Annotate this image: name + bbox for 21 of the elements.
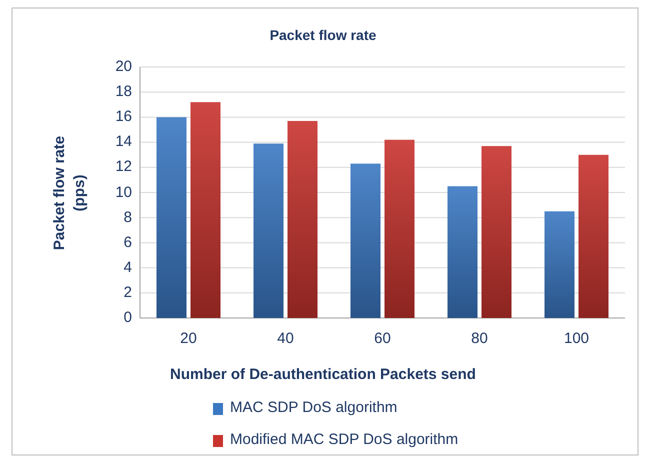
tick-label: 20: [115, 58, 132, 75]
legend-label: Modified MAC SDP DoS algorithm: [230, 431, 458, 448]
tick-label: 18: [115, 83, 132, 100]
tick-label: 40: [276, 330, 295, 347]
tick-label: 60: [373, 330, 392, 347]
tick-label: 20: [179, 330, 198, 347]
legend-label: MAC SDP DoS algorithm: [230, 399, 398, 416]
axis-title: Number of De-authentication Packets send: [169, 366, 477, 383]
tick-label: 2: [124, 284, 132, 301]
tick-label: 80: [470, 330, 489, 347]
tick-label: 12: [115, 158, 132, 176]
tick-label: 4: [124, 258, 132, 276]
tick-label: 10: [115, 184, 132, 200]
axis-title: Packet flow rate (pps): [50, 134, 89, 252]
tick-label: 0: [124, 309, 132, 326]
tick-label: 100: [562, 330, 590, 347]
tick-label: 6: [124, 234, 132, 251]
tick-label: 8: [124, 208, 132, 226]
chart-title: Packet flow rate: [268, 27, 378, 43]
tick-label: 14: [115, 133, 132, 150]
tick-label: 16: [115, 108, 132, 126]
